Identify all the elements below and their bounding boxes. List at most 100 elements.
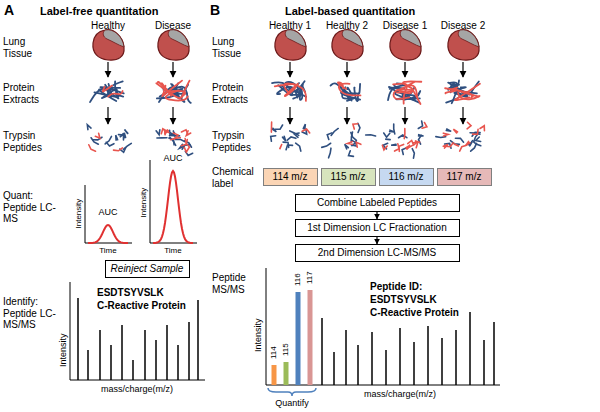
spectrum-peak: [345, 330, 347, 385]
peptide: [156, 130, 160, 135]
process-arrow: [462, 62, 463, 77]
box-text: 116 m/z: [389, 171, 424, 183]
row-label: Protein Extracts: [3, 82, 49, 105]
protein-strand: [108, 81, 123, 97]
column-header: Disease: [143, 20, 203, 32]
peptide-fragments: [156, 129, 193, 156]
peptide: [283, 136, 286, 141]
spectrum-peak: [99, 330, 101, 380]
lung-shape: [390, 30, 421, 60]
protein-strand: [162, 91, 185, 99]
panel-title: Label-based quantitation: [285, 5, 455, 18]
chromatogram-peak: [88, 225, 128, 243]
peptide: [472, 129, 478, 134]
peptide: [175, 139, 184, 141]
axis-label: mass/charge(m/z): [340, 389, 460, 399]
protein-extract: [272, 81, 306, 101]
process-box: 2nd Dimension LC-MS/MS: [295, 244, 460, 262]
protein-extract: [331, 82, 361, 101]
column-header: Disease 2: [435, 20, 491, 32]
lung-grey-region: [342, 30, 363, 47]
peptide: [87, 125, 91, 130]
peptide-fragments: [382, 121, 426, 158]
label-box: 116 m/z: [379, 168, 434, 186]
peptide: [446, 129, 451, 131]
box-text: 115 m/z: [331, 171, 366, 183]
peptide: [331, 128, 338, 135]
peptide: [113, 148, 122, 151]
spectrum-peak: [188, 322, 190, 380]
reporter-ion-peak: [272, 365, 277, 385]
peptide: [403, 129, 405, 139]
peptide: [353, 124, 358, 129]
peptide: [184, 147, 189, 152]
process-arrow: [172, 62, 173, 77]
protein-strand: [156, 81, 189, 98]
spectrum-peak: [155, 340, 157, 380]
peptide: [124, 130, 127, 134]
chart-axis: [266, 268, 500, 385]
process-box: Combine Labeled Peptides: [295, 194, 460, 212]
peptide: [185, 139, 190, 148]
spectrum-peak: [110, 345, 112, 380]
peptide: [476, 137, 481, 141]
lung-icon: [158, 30, 189, 60]
spectrum-peak: [427, 326, 429, 385]
lung-shape: [93, 30, 124, 60]
lung-shape: [332, 30, 363, 60]
panel-title: Label-free quantitation: [40, 5, 190, 18]
spectrum-peak: [493, 322, 495, 385]
peptide: [366, 135, 376, 136]
peptide: [290, 131, 299, 135]
row-label: Chemical label: [212, 166, 258, 189]
process-arrow: [346, 62, 347, 77]
column-header: Healthy 2: [319, 20, 375, 32]
peptide: [384, 133, 390, 137]
axis-label: Time: [88, 246, 128, 255]
lung-icon: [93, 30, 124, 60]
box-text: 1st Dimension LC Fractionation: [307, 222, 447, 234]
row-label: Lung Tissue: [212, 36, 258, 59]
label-box: 115 m/z: [321, 168, 376, 186]
spectrum-peak: [197, 300, 199, 380]
lung-icon: [390, 30, 421, 60]
spectrum-peak: [333, 352, 335, 385]
peptide: [415, 141, 420, 143]
spectrum-peak: [144, 330, 146, 380]
peptide: [349, 151, 354, 157]
spectrum-peak: [469, 312, 471, 385]
peptide: [120, 134, 124, 138]
lung-icon: [332, 30, 363, 60]
spectrum-peak: [121, 325, 123, 380]
peak-label: 115: [281, 340, 290, 360]
protein-strand: [358, 84, 360, 100]
peptide: [345, 144, 349, 149]
axis-label: Intensity: [74, 192, 83, 236]
spectrum-peak: [357, 345, 359, 385]
peptide: [418, 121, 422, 129]
row-label: Lung Tissue: [3, 36, 49, 59]
process-arrow: [107, 62, 108, 77]
step-box: Reinject Sample: [105, 260, 190, 278]
peptide: [453, 129, 457, 133]
peak-label: 117: [305, 268, 314, 288]
panel-letter: B: [210, 2, 226, 18]
peptide-sequence: ESDTSYVSLK: [370, 294, 480, 306]
peptide: [385, 138, 390, 140]
chart-axis: [85, 185, 132, 243]
peptide: [287, 137, 296, 140]
box-text: 114 m/z: [273, 171, 308, 183]
spectrum-peak: [385, 350, 387, 385]
peptide: [173, 133, 178, 139]
peptide: [455, 138, 463, 142]
peptide: [358, 123, 360, 132]
spectrum-peak: [77, 298, 79, 380]
peptide: [286, 145, 292, 150]
peptide: [89, 145, 96, 152]
protein-strand: [338, 82, 346, 89]
peak-label: 114: [269, 343, 278, 363]
row-label: Peptide MS/MS: [212, 272, 258, 295]
label-box: 114 m/z: [263, 168, 318, 186]
peptide: [322, 143, 331, 147]
peptide: [399, 144, 404, 151]
